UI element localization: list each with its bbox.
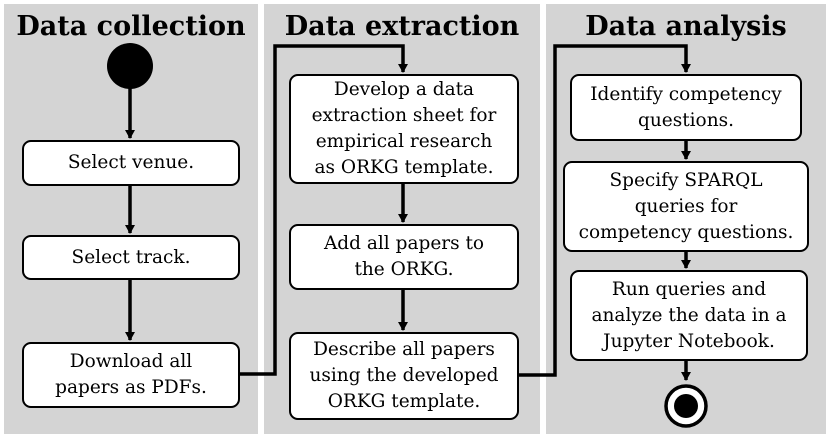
step-develop-extraction-sheet-text: Develop a data extraction sheet for empi… xyxy=(311,79,497,178)
step-select-venue-text: Select venue. xyxy=(67,152,195,173)
step-identify-questions: Identify competency questions. xyxy=(570,74,802,141)
step-download-papers: Download all papers as PDFs. xyxy=(22,342,240,408)
step-describe-papers-text: Describe all papers using the developed … xyxy=(309,339,499,412)
step-download-papers-text: Download all papers as PDFs. xyxy=(55,351,207,398)
end-node-dot xyxy=(674,394,698,418)
step-identify-questions-text: Identify competency questions. xyxy=(590,83,782,131)
step-specify-sparql: Specify SPARQL queries for competency qu… xyxy=(563,161,809,252)
lane-title-data-extraction: Data extraction xyxy=(284,11,520,42)
step-run-queries: Run queries and analyze the data in a Ju… xyxy=(570,270,808,361)
lane-title-data-collection: Data collection xyxy=(16,11,246,42)
step-select-track: Select track. xyxy=(22,235,240,280)
arrow-download-to-develop xyxy=(240,44,408,376)
step-run-queries-text: Run queries and analyze the data in a Ju… xyxy=(591,278,787,352)
start-node xyxy=(107,43,153,89)
step-select-venue: Select venue. xyxy=(22,140,240,186)
step-describe-papers: Describe all papers using the developed … xyxy=(289,332,519,420)
step-specify-sparql-text: Specify SPARQL queries for competency qu… xyxy=(578,169,794,243)
step-add-papers-orkg-text: Add all papers to the ORKG. xyxy=(323,233,485,280)
step-select-track-text: Select track. xyxy=(71,246,191,268)
arrow-describe-to-identify xyxy=(519,44,691,377)
lane-title-data-analysis: Data analysis xyxy=(585,11,787,42)
step-develop-extraction-sheet: Develop a data extraction sheet for empi… xyxy=(289,74,519,184)
step-add-papers-orkg: Add all papers to the ORKG. xyxy=(289,224,519,290)
